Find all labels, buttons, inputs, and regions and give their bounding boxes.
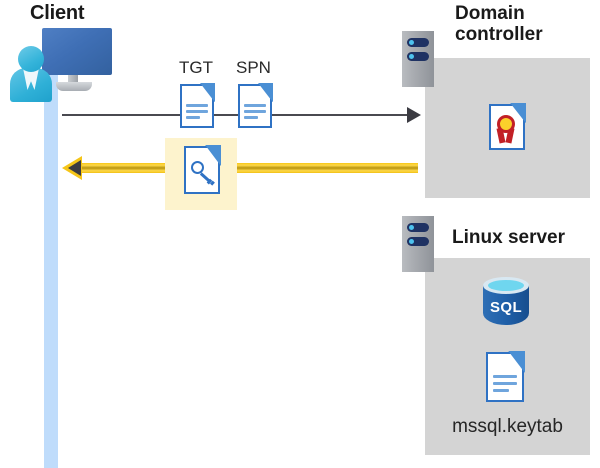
server-bay [407, 38, 429, 47]
server-bay [407, 52, 429, 61]
document-body [238, 84, 272, 128]
certificate-document-icon [489, 103, 526, 150]
domain-controller-server-icon [402, 31, 434, 87]
sql-cylinder-top-inner [488, 280, 524, 291]
server-bay [407, 223, 429, 232]
request-arrow-head-icon [407, 107, 421, 123]
client-icon [10, 28, 112, 102]
server-bay [407, 237, 429, 246]
tgt-document-icon [180, 83, 215, 128]
keytab-document-icon [486, 351, 525, 402]
certificate-seal-center [500, 118, 512, 130]
ticket-key-document-icon [184, 145, 221, 194]
person-collar-icon [23, 68, 39, 90]
monitor-base-icon [56, 82, 92, 91]
keytab-filename-label: mssql.keytab [452, 416, 563, 437]
domain-controller-label: Domain controller [455, 3, 543, 46]
linux-server-icon [402, 216, 434, 272]
spn-label: SPN [236, 58, 271, 77]
sql-badge-label: SQL [489, 299, 523, 316]
person-head-icon [18, 46, 44, 72]
key-icon [190, 160, 215, 186]
spn-document-icon [238, 83, 273, 128]
monitor-stand-icon [68, 75, 78, 84]
tgt-label: TGT [179, 58, 213, 77]
monitor-screen-icon [42, 28, 112, 75]
reply-arrow-head-icon [68, 160, 81, 176]
linux-server-label: Linux server [452, 227, 565, 248]
client-lifeline [44, 72, 58, 468]
reply-arrow-line [78, 163, 418, 173]
sql-database-icon: SQL [483, 277, 529, 333]
client-label: Client [30, 2, 85, 24]
